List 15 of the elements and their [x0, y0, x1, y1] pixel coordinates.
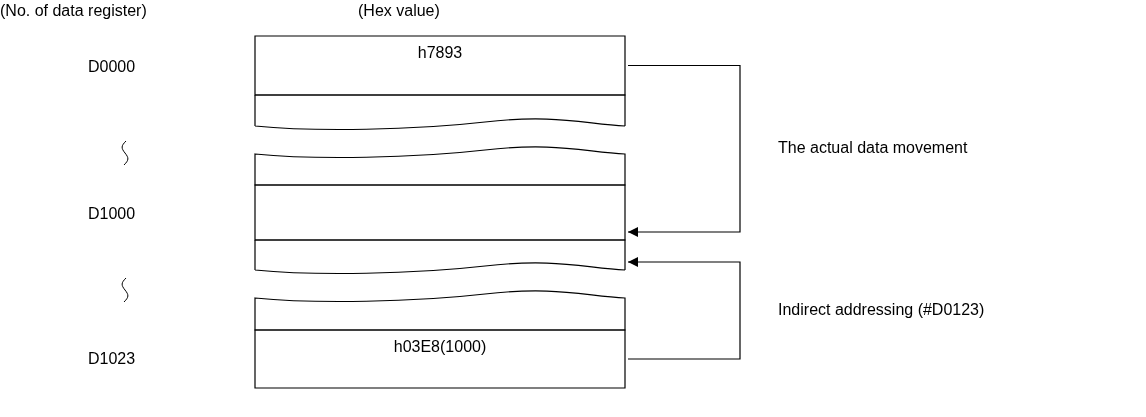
broken-register-cell [255, 95, 625, 130]
hex-value: h03E8(1000) [392, 338, 488, 356]
register-cell [255, 36, 625, 95]
edge-label: Indirect addressing (#D0123) [778, 300, 985, 319]
register-number: D1000 [88, 205, 136, 223]
column-heading: (No. of data register) [0, 2, 147, 20]
register-cell [255, 330, 625, 388]
register-number: D1023 [88, 350, 136, 368]
bracket-arrow [627, 257, 741, 360]
broken-register-cell [255, 240, 625, 274]
register-cell [255, 185, 625, 240]
bracket-arrow [627, 64, 741, 237]
hex-value: h7893 [416, 44, 464, 62]
register-number: D0000 [88, 58, 136, 76]
column-heading: (Hex value) [358, 2, 440, 20]
